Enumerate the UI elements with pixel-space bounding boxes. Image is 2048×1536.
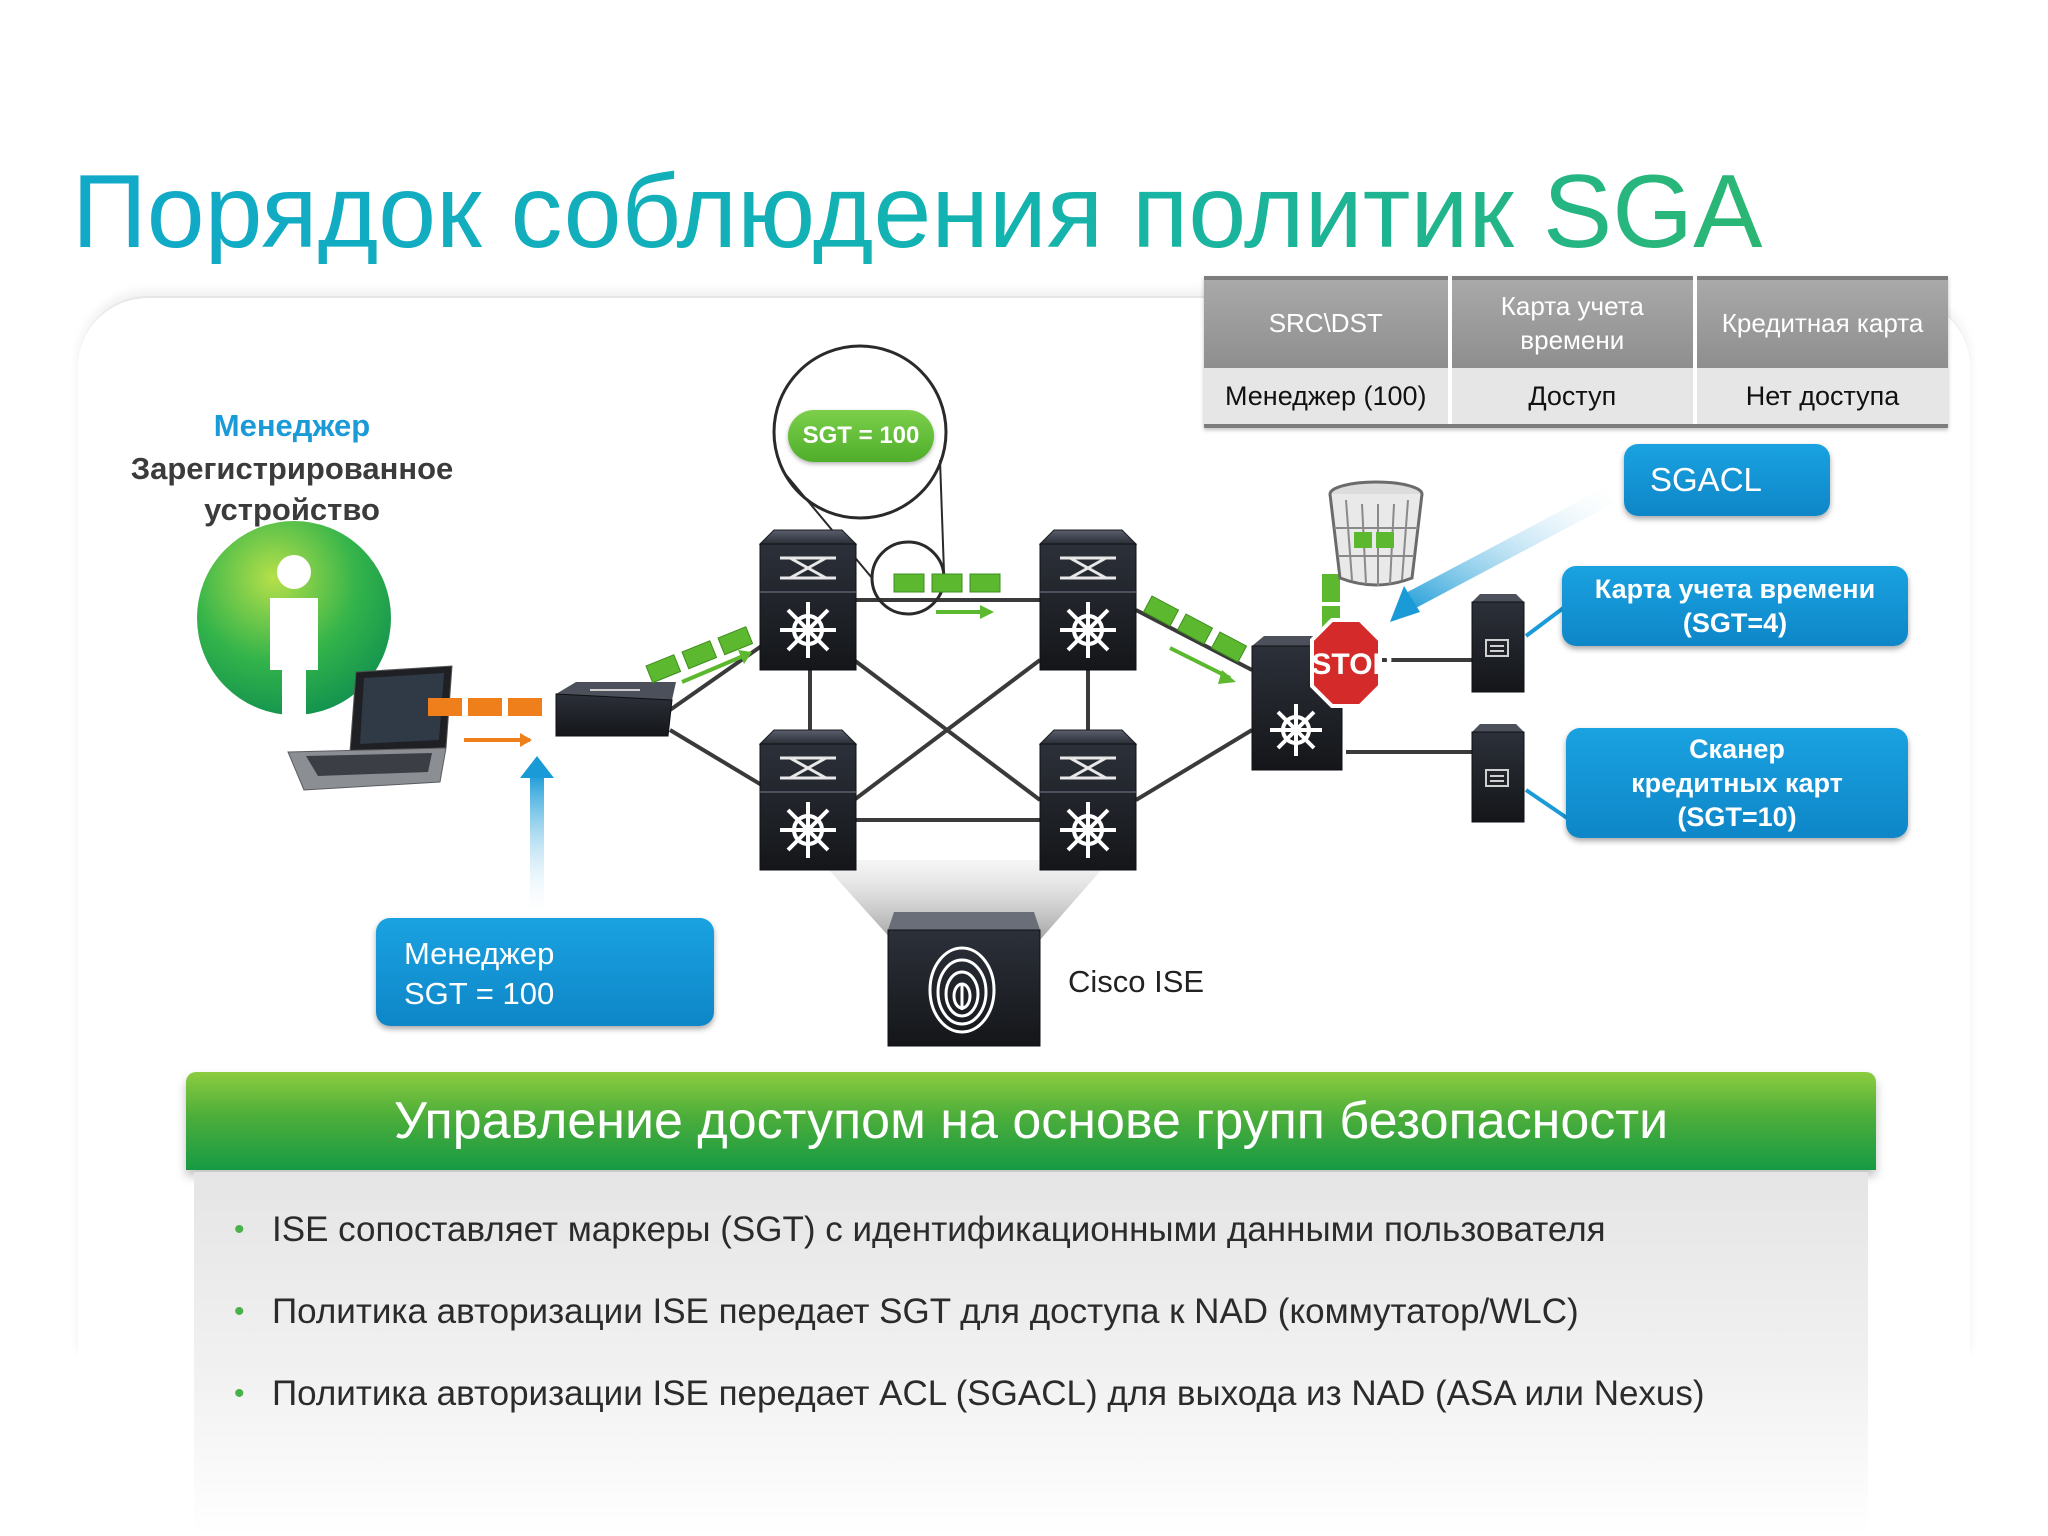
callout-line: Сканер xyxy=(1689,734,1785,764)
user-device-label: Зарегистрированное устройство xyxy=(110,448,474,530)
fingerprint-icon xyxy=(928,946,996,1034)
trash-bin-icon xyxy=(1328,480,1424,587)
policy-table-header: SRC\DST xyxy=(1204,276,1452,368)
policy-table-header: Карта учета времени xyxy=(1449,276,1698,368)
callout-line: кредитных карт xyxy=(1631,768,1843,798)
manager-sgt-callout: Менеджер SGT = 100 xyxy=(376,918,714,1026)
sgacl-callout: SGACL xyxy=(1624,444,1830,516)
bullet-list: ISE сопоставляет маркеры (SGT) с идентиф… xyxy=(228,1206,1828,1452)
network-links xyxy=(668,598,1476,822)
user-role-label: Менеджер xyxy=(213,408,371,443)
user-device-line: Зарегистрированное xyxy=(130,451,454,486)
server-icon xyxy=(1471,723,1525,823)
policy-table-header-row: SRC\DST Карта учета времени Кредитная ка… xyxy=(1204,276,1948,368)
policy-table-cell: Доступ xyxy=(1449,368,1698,428)
cisco-ise-appliance xyxy=(887,912,1041,1047)
card-scanner-callout: Сканер кредитных карт (SGT=10) xyxy=(1566,728,1908,838)
policy-table-row: Менеджер (100) Доступ Нет доступа xyxy=(1204,368,1948,428)
page-title: Порядок соблюдения политик SGA xyxy=(72,154,1763,270)
server-icon xyxy=(1471,593,1525,693)
core-switch-icon xyxy=(1038,728,1138,872)
user-device-line: устройство xyxy=(204,492,380,527)
core-switch-icon xyxy=(1038,528,1138,672)
stop-sign-text: STOP xyxy=(1311,648,1392,681)
sgt-tag-pill: SGT = 100 xyxy=(788,410,934,462)
callout-line: SGT = 100 xyxy=(404,976,555,1011)
access-switch-icon xyxy=(555,682,676,737)
policy-table: SRC\DST Карта учета времени Кредитная ка… xyxy=(1204,276,1948,428)
policy-table-cell: Нет доступа xyxy=(1695,368,1948,428)
callout-line: Карта учета времени xyxy=(1594,574,1876,604)
green-packets xyxy=(645,573,1340,684)
core-switch-icon xyxy=(758,528,858,672)
sgt-assign-arrow xyxy=(520,756,554,914)
cisco-ise-label: Cisco ISE xyxy=(1068,964,1205,999)
user-icon xyxy=(191,515,397,721)
sgacl-arrow xyxy=(1390,488,1616,622)
section-banner: Управление доступом на основе групп безо… xyxy=(186,1072,1876,1170)
policy-table-cell: Менеджер (100) xyxy=(1204,368,1452,428)
callout-line: (SGT=10) xyxy=(1677,802,1797,832)
laptop-icon xyxy=(287,665,453,791)
callout-line: (SGT=4) xyxy=(1682,608,1788,638)
bullet-item: Политика авторизации ISE передает ACL (S… xyxy=(228,1370,1828,1418)
bullet-item: Политика авторизации ISE передает SGT дл… xyxy=(228,1288,1828,1336)
bullet-item: ISE сопоставляет маркеры (SGT) с идентиф… xyxy=(228,1206,1828,1254)
orange-packets xyxy=(428,698,542,747)
core-switch-icon xyxy=(758,728,858,872)
stop-sign-icon: STOP xyxy=(1310,618,1393,708)
callout-line: Менеджер xyxy=(404,936,555,971)
time-card-callout: Карта учета времени (SGT=4) xyxy=(1562,566,1908,646)
policy-table-header: Кредитная карта xyxy=(1695,276,1948,368)
